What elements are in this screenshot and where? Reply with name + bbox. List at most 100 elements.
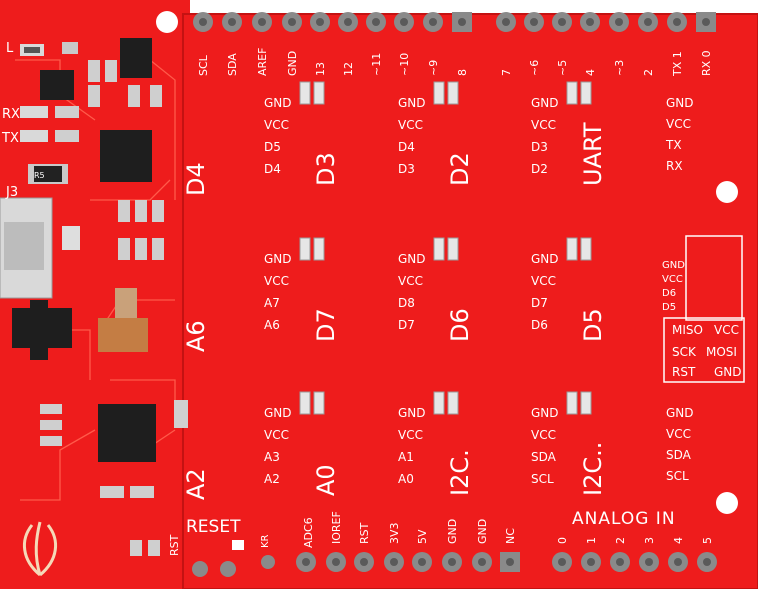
grove-pin-label: VCC: [398, 428, 423, 442]
grove-connector: [299, 391, 311, 415]
grove-pin-label: VCC: [264, 118, 289, 132]
grove-pin-label: GND: [398, 96, 426, 110]
grove-pin-label: A2: [264, 472, 280, 486]
grove-port-title: I2C..: [579, 442, 607, 496]
grove-pin-label: VCC: [531, 274, 556, 288]
icsp-connector-outline: [685, 235, 743, 321]
reset-button[interactable]: [232, 540, 244, 550]
grove-connector: [299, 237, 311, 261]
grove-port-title: D5: [579, 308, 607, 342]
icsp-gnd: GND: [714, 365, 742, 379]
top-pin-label: AREF: [256, 48, 269, 76]
grove-connector: [299, 81, 311, 105]
top-pin-label: ~10: [398, 53, 411, 76]
side-label-d4: D4: [182, 162, 210, 196]
grove-pin-label: A0: [398, 472, 414, 486]
top-pin-label: 2: [642, 69, 655, 76]
top-pin-label: SDA: [226, 53, 239, 76]
grove-pin-label: D7: [531, 296, 548, 310]
analog-pin-label: 1: [585, 537, 598, 544]
grove-pin-label: VCC: [531, 118, 556, 132]
top-header-pins: [193, 12, 716, 32]
grove-port-title: D3: [312, 152, 340, 186]
icsp-vcc: VCC: [714, 323, 739, 337]
power-pin-label: 5V: [416, 529, 429, 544]
bottom-pin: [192, 561, 208, 577]
grove-pin-label: VCC: [264, 274, 289, 288]
usb-chip: [100, 130, 152, 182]
top-pin-label: ~3: [613, 60, 626, 76]
grove-connector: [566, 237, 578, 261]
grove-pin-label: D5: [264, 140, 281, 154]
spi-side-label: D6: [662, 288, 676, 299]
right-col-label: GND: [666, 96, 694, 110]
mounting-hole: [716, 181, 738, 203]
label-adc6: ADC6: [302, 517, 315, 548]
grove-connector: [433, 237, 445, 261]
label-tx: TX: [1, 131, 19, 146]
top-pin-label: 4: [584, 69, 597, 76]
label-kr: KR: [260, 534, 271, 548]
analog-pin-label: 3: [643, 537, 656, 544]
right-col-label: RX: [666, 159, 683, 173]
grove-connector: [433, 81, 445, 105]
analog-pin-label: 0: [556, 537, 569, 544]
top-pin-label: ~9: [427, 60, 440, 76]
mounting-hole: [716, 492, 738, 514]
grove-connector: [566, 81, 578, 105]
analog-in-label: ANALOG IN: [572, 509, 676, 529]
side-label-a2: A2: [182, 468, 210, 500]
grove-pin-label: VCC: [531, 428, 556, 442]
top-pin-label: ~6: [528, 60, 541, 76]
grove-pin-label: SCL: [531, 472, 554, 486]
grove-pin-label: SDA: [531, 450, 557, 464]
grove-pin-label: D6: [531, 318, 548, 332]
power-pin-label: 3V3: [388, 522, 401, 544]
grove-connector: [566, 391, 578, 415]
power-pin-label: GND: [446, 519, 459, 544]
grove-pin-label: D8: [398, 296, 415, 310]
icsp-mosi: MOSI: [706, 345, 737, 359]
grove-pin-label: D3: [398, 162, 415, 176]
top-pin-label: SCL: [197, 54, 210, 76]
label-j3: J3: [5, 185, 18, 200]
analog-pin-label: 4: [672, 537, 685, 544]
mounting-hole: [156, 11, 178, 33]
power-pin-label: NC: [504, 528, 517, 544]
top-pin-label: GND: [286, 51, 299, 76]
label-r5: R5: [34, 171, 45, 180]
grove-pin-label: GND: [398, 406, 426, 420]
spi-side-label: GND: [662, 260, 685, 271]
grove-pin-label: D3: [531, 140, 548, 154]
grove-pin-label: GND: [264, 406, 292, 420]
analog-pin-label: 2: [614, 537, 627, 544]
top-pin-label: 13: [314, 62, 327, 76]
microcontroller-chip: [98, 404, 156, 462]
right-col-label: VCC: [666, 427, 691, 441]
spi-side-label: D5: [662, 302, 676, 313]
analog-pin-label: 5: [701, 537, 714, 544]
right-col-label: VCC: [666, 117, 691, 131]
top-pin-label: ~11: [370, 53, 383, 76]
right-col-label: GND: [666, 406, 694, 420]
right-col-label: SDA: [666, 448, 692, 462]
grove-port-title: I2C.: [446, 449, 474, 496]
icsp-rst: RST: [672, 365, 696, 379]
top-pin-label: TX 1: [671, 51, 684, 77]
grove-pin-label: GND: [264, 96, 292, 110]
power-pin-label: RST: [358, 522, 371, 544]
label-rx: RX: [2, 107, 20, 122]
bottom-pin: [261, 555, 275, 569]
top-pin-label: RX 0: [700, 50, 713, 76]
side-label-a6: A6: [182, 320, 210, 352]
grove-port-title: D7: [312, 308, 340, 342]
right-col-label: SCL: [666, 469, 689, 483]
grove-port-title: A0: [312, 464, 340, 496]
grove-pin-label: A1: [398, 450, 414, 464]
grove-pin-label: VCC: [398, 118, 423, 132]
grove-port-title: D6: [446, 308, 474, 342]
